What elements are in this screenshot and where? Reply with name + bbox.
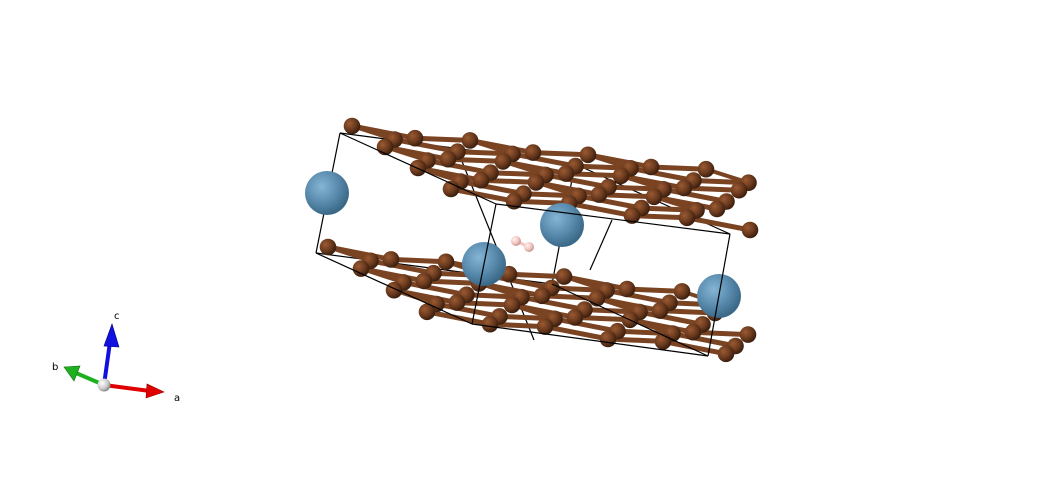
carbon-atom	[494, 153, 512, 170]
carbon-atom	[588, 289, 606, 307]
carbon-atom	[730, 181, 748, 199]
unit-cell-front-edges	[315, 132, 731, 357]
carbon-bond	[542, 324, 611, 342]
carbon-atom	[533, 287, 551, 305]
carbon-bond	[661, 186, 729, 204]
carbon-atom	[448, 294, 466, 311]
carbon-bond	[670, 331, 738, 349]
carbon-atom	[579, 146, 597, 164]
carbon-bond	[388, 256, 449, 265]
carbon-atom	[437, 253, 455, 271]
axis-b-label: b	[52, 362, 58, 373]
axis-c-label: c	[114, 311, 120, 322]
carbon-atom	[708, 200, 726, 218]
carbon-bond	[552, 316, 620, 334]
carbon-atom	[319, 238, 337, 256]
carbon-bond	[660, 338, 729, 357]
axis-c-arrow	[102, 323, 120, 386]
carbon-bond	[412, 135, 473, 143]
axis-triad: a b c	[52, 311, 180, 404]
cell-edge-front	[471, 203, 497, 325]
carbon-atom	[651, 302, 669, 319]
axis-a-arrow	[103, 383, 165, 399]
carbon-atom	[612, 167, 630, 185]
carbon-atom	[623, 207, 641, 224]
carbon-atom	[673, 283, 691, 300]
carbon-bond	[637, 309, 705, 327]
carbon-atom	[503, 296, 521, 314]
cell-edge-front	[495, 203, 731, 235]
carbon-bond	[604, 287, 672, 306]
carbon-bond	[684, 215, 753, 233]
carbon-bond	[458, 179, 526, 197]
carbon-bond	[648, 164, 709, 172]
cell-edge-front	[551, 283, 709, 357]
carbon-atom	[590, 186, 608, 203]
carbon-bond	[624, 286, 685, 294]
carbon-atom	[385, 281, 403, 299]
carbon-bond	[392, 137, 460, 155]
cell-edge-front	[589, 219, 613, 271]
carbon-atom	[599, 330, 617, 348]
carbon-atom	[739, 326, 757, 343]
carbon-atom	[618, 280, 636, 298]
carbon-atom	[343, 117, 361, 135]
carbon-atom	[678, 209, 696, 227]
carbon-atom	[555, 268, 573, 285]
carbon-bond	[401, 279, 469, 298]
carbon-bond	[628, 165, 696, 183]
carbon-atom	[557, 165, 575, 182]
carbon-bond	[543, 172, 611, 190]
carbon-bond	[506, 271, 567, 280]
axis-a-label: a	[174, 393, 180, 404]
axis-b-arrow	[63, 365, 105, 387]
carbon-bond	[425, 158, 493, 176]
carbon-atom	[352, 260, 370, 277]
carbon-atom	[481, 315, 499, 333]
carbon-atom	[406, 129, 424, 147]
carbon-atom	[376, 138, 394, 156]
metal-atom	[305, 171, 349, 215]
carbon-bond	[519, 294, 587, 313]
carbon-bond	[434, 301, 502, 319]
carbon-atoms	[319, 117, 759, 363]
carbon-atom	[741, 221, 759, 239]
cell-edge-front	[471, 323, 709, 357]
carbon-bond	[510, 151, 578, 169]
hydrogen-molecule	[511, 236, 534, 252]
cell-edge-front	[339, 132, 497, 205]
cell-edge-front	[707, 233, 731, 357]
carbon-bond	[576, 193, 644, 211]
hydrogen-atom	[511, 236, 521, 246]
carbon-atom	[645, 188, 663, 206]
carbon-bonds	[325, 123, 753, 357]
carbon-atom	[439, 150, 457, 168]
carbon-atom	[675, 179, 693, 197]
carbon-bond	[448, 186, 517, 204]
carbon-atom	[382, 251, 400, 268]
carbon-atom	[472, 171, 490, 189]
carbon-atom	[461, 132, 479, 149]
carbon-atom	[684, 323, 702, 341]
carbon-bond	[530, 150, 591, 158]
carbon-atom	[717, 345, 735, 363]
carbon-bond	[566, 200, 635, 219]
carbon-atom	[566, 309, 584, 326]
carbon-atom	[642, 158, 660, 176]
carbon-atom	[418, 303, 436, 321]
carbon-atom	[415, 272, 433, 290]
carbon-atom	[697, 160, 715, 178]
carbon-atom	[524, 144, 542, 161]
carbon-atom	[536, 318, 554, 335]
axis-origin-sphere	[97, 378, 111, 392]
metal-atom	[540, 203, 584, 247]
carbon-atom	[527, 174, 545, 191]
cell-edge-front	[315, 252, 473, 325]
carbon-bond	[368, 258, 436, 276]
hydrogen-atom	[524, 242, 534, 252]
